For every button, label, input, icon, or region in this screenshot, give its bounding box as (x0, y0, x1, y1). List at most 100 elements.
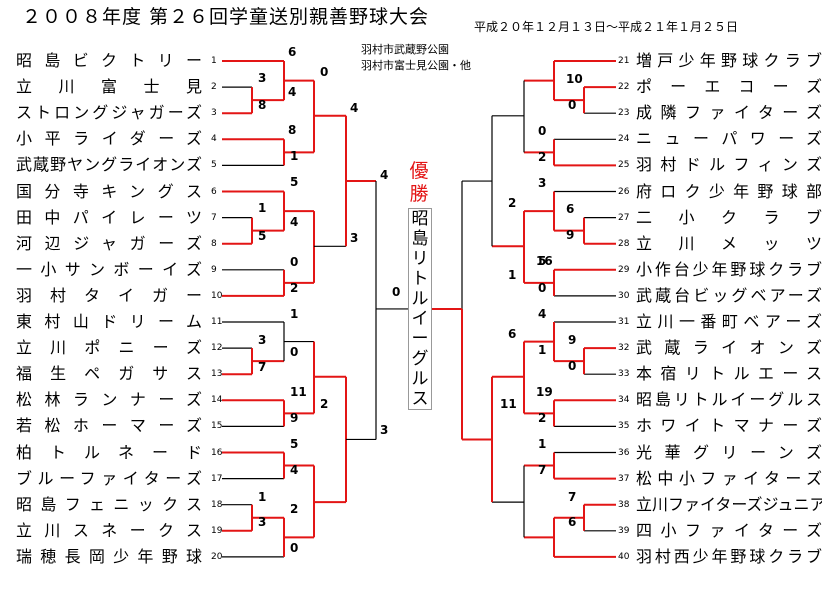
game-score: 0 (568, 98, 577, 112)
champion-char: リ (411, 249, 429, 269)
team-seed: 38 (618, 499, 630, 510)
team-name: 一小サンボーイズ (16, 259, 202, 279)
game-score: 3 (258, 515, 267, 529)
team-seed: 25 (618, 160, 630, 171)
team-seed: 37 (618, 473, 630, 484)
game-score: 0 (392, 285, 401, 299)
game-score: 4 (288, 85, 297, 99)
game-score: 5 (258, 229, 267, 243)
team-seed: 15 (211, 421, 223, 432)
team-seed: 12 (211, 343, 223, 354)
team-name: 武蔵ライオンズ (636, 338, 822, 358)
game-score: 2 (320, 397, 329, 411)
champion-label-char: 勝 (409, 183, 429, 205)
game-score: 1 (290, 149, 299, 163)
team-seed: 27 (618, 212, 630, 223)
game-score: 3 (380, 423, 389, 437)
team-name: 小平ライダーズ (16, 129, 202, 149)
game-score: 3 (258, 71, 267, 85)
team-seed: 16 (211, 447, 223, 458)
game-score: 4 (380, 168, 389, 182)
team-name: 府ロク少年野球部 (636, 181, 822, 201)
game-score: 2 (508, 196, 517, 210)
team-name: 昭島ビクトリー (16, 51, 202, 70)
team-name: 本宿リトルエース (636, 364, 822, 384)
game-score: 9 (566, 228, 575, 242)
game-score: 1 (290, 307, 299, 321)
game-score: 9 (568, 333, 577, 347)
team-name: ブルーファイターズ (16, 468, 202, 488)
team-seed: 14 (211, 395, 223, 406)
game-score: 0 (538, 281, 547, 295)
team-name: 立川ファイターズジュニア (636, 494, 822, 514)
game-score: 0 (538, 124, 547, 138)
champion-char: ル (411, 369, 429, 389)
team-name: 東村山ドリーム (16, 312, 202, 331)
champion-char: ス (411, 389, 429, 409)
game-score: 4 (290, 215, 299, 229)
game-score: 1 (258, 201, 267, 215)
team-name: ニューパワーズ (636, 129, 822, 149)
game-score: 2 (290, 502, 299, 516)
team-name: 松林ランナーズ (16, 390, 202, 410)
game-score: 1 (258, 490, 267, 504)
team-name: ホワイトマナーズ (636, 416, 822, 436)
team-seed: 32 (618, 343, 630, 354)
team-seed: 28 (618, 238, 630, 249)
game-score: 5 (290, 437, 299, 451)
game-score: 0 (290, 345, 299, 359)
game-score: 3 (350, 231, 359, 245)
team-seed: 18 (211, 499, 223, 510)
team-seed: 33 (618, 369, 630, 380)
game-score: 8 (258, 98, 267, 112)
game-score: 7 (538, 463, 547, 477)
champion-label-char: 優 (409, 160, 429, 182)
team-seed: 29 (618, 264, 630, 275)
game-score: 6 (508, 327, 517, 341)
team-seed: 39 (618, 525, 630, 536)
team-name: ストロングジャガーズ (16, 103, 202, 123)
team-name: 昭島リトルイーグルス (636, 390, 822, 410)
team-name: 小作台少年野球クラブ (636, 259, 822, 279)
team-name: 武蔵野ヤングライオンズ (16, 155, 202, 175)
champion-label: 優 勝 (407, 160, 431, 206)
game-score: 6 (288, 45, 297, 59)
champion-char: グ (411, 349, 429, 369)
team-name: 昭島フェニックス (16, 494, 202, 514)
tournament-dates: 平成２０年１２月１３日～平成２１年１月２５日 (474, 20, 739, 34)
team-name: 立川スネークス (16, 520, 202, 540)
team-seed: 40 (618, 551, 630, 562)
game-score: 2 (538, 150, 547, 164)
team-seed: 31 (618, 317, 630, 327)
game-score: 4 (290, 463, 299, 477)
team-name: 立川富士見 (16, 77, 202, 97)
game-score: 6 (566, 202, 575, 216)
team-name: 羽村タイガー (16, 285, 202, 305)
team-seed: 34 (618, 395, 630, 406)
team-seed: 3 (211, 108, 217, 119)
team-name: 河辺ジャガーズ (16, 233, 202, 253)
team-seed: 13 (211, 369, 223, 380)
game-score: 16 (536, 254, 553, 268)
team-seed: 22 (618, 82, 630, 93)
champion-char: ー (411, 329, 429, 349)
team-name: 福生ペガサス (16, 364, 202, 384)
champion-char: ト (411, 269, 429, 289)
game-score: 2 (290, 281, 299, 295)
team-seed: 19 (211, 525, 223, 536)
team-name: 光華グリーンズ (636, 442, 822, 462)
team-name: 田中パイレーツ (16, 207, 202, 227)
venue-line-2: 羽村市富士見公園・他 (361, 59, 471, 72)
team-name: 国分寺キングス (16, 181, 202, 201)
champion-char: ル (411, 289, 429, 309)
team-seed: 23 (618, 108, 630, 119)
venue-line-1: 羽村市武蔵野公園 (361, 43, 449, 56)
game-score: 1 (538, 437, 547, 451)
team-seed: 11 (211, 317, 223, 327)
game-score: 3 (258, 333, 267, 347)
team-seed: 35 (618, 421, 630, 432)
team-name: 羽村西少年野球クラブ (636, 546, 822, 566)
game-score: 4 (538, 307, 547, 321)
game-score: 5 (538, 254, 547, 268)
team-name: 若松ホーマーズ (16, 416, 202, 436)
